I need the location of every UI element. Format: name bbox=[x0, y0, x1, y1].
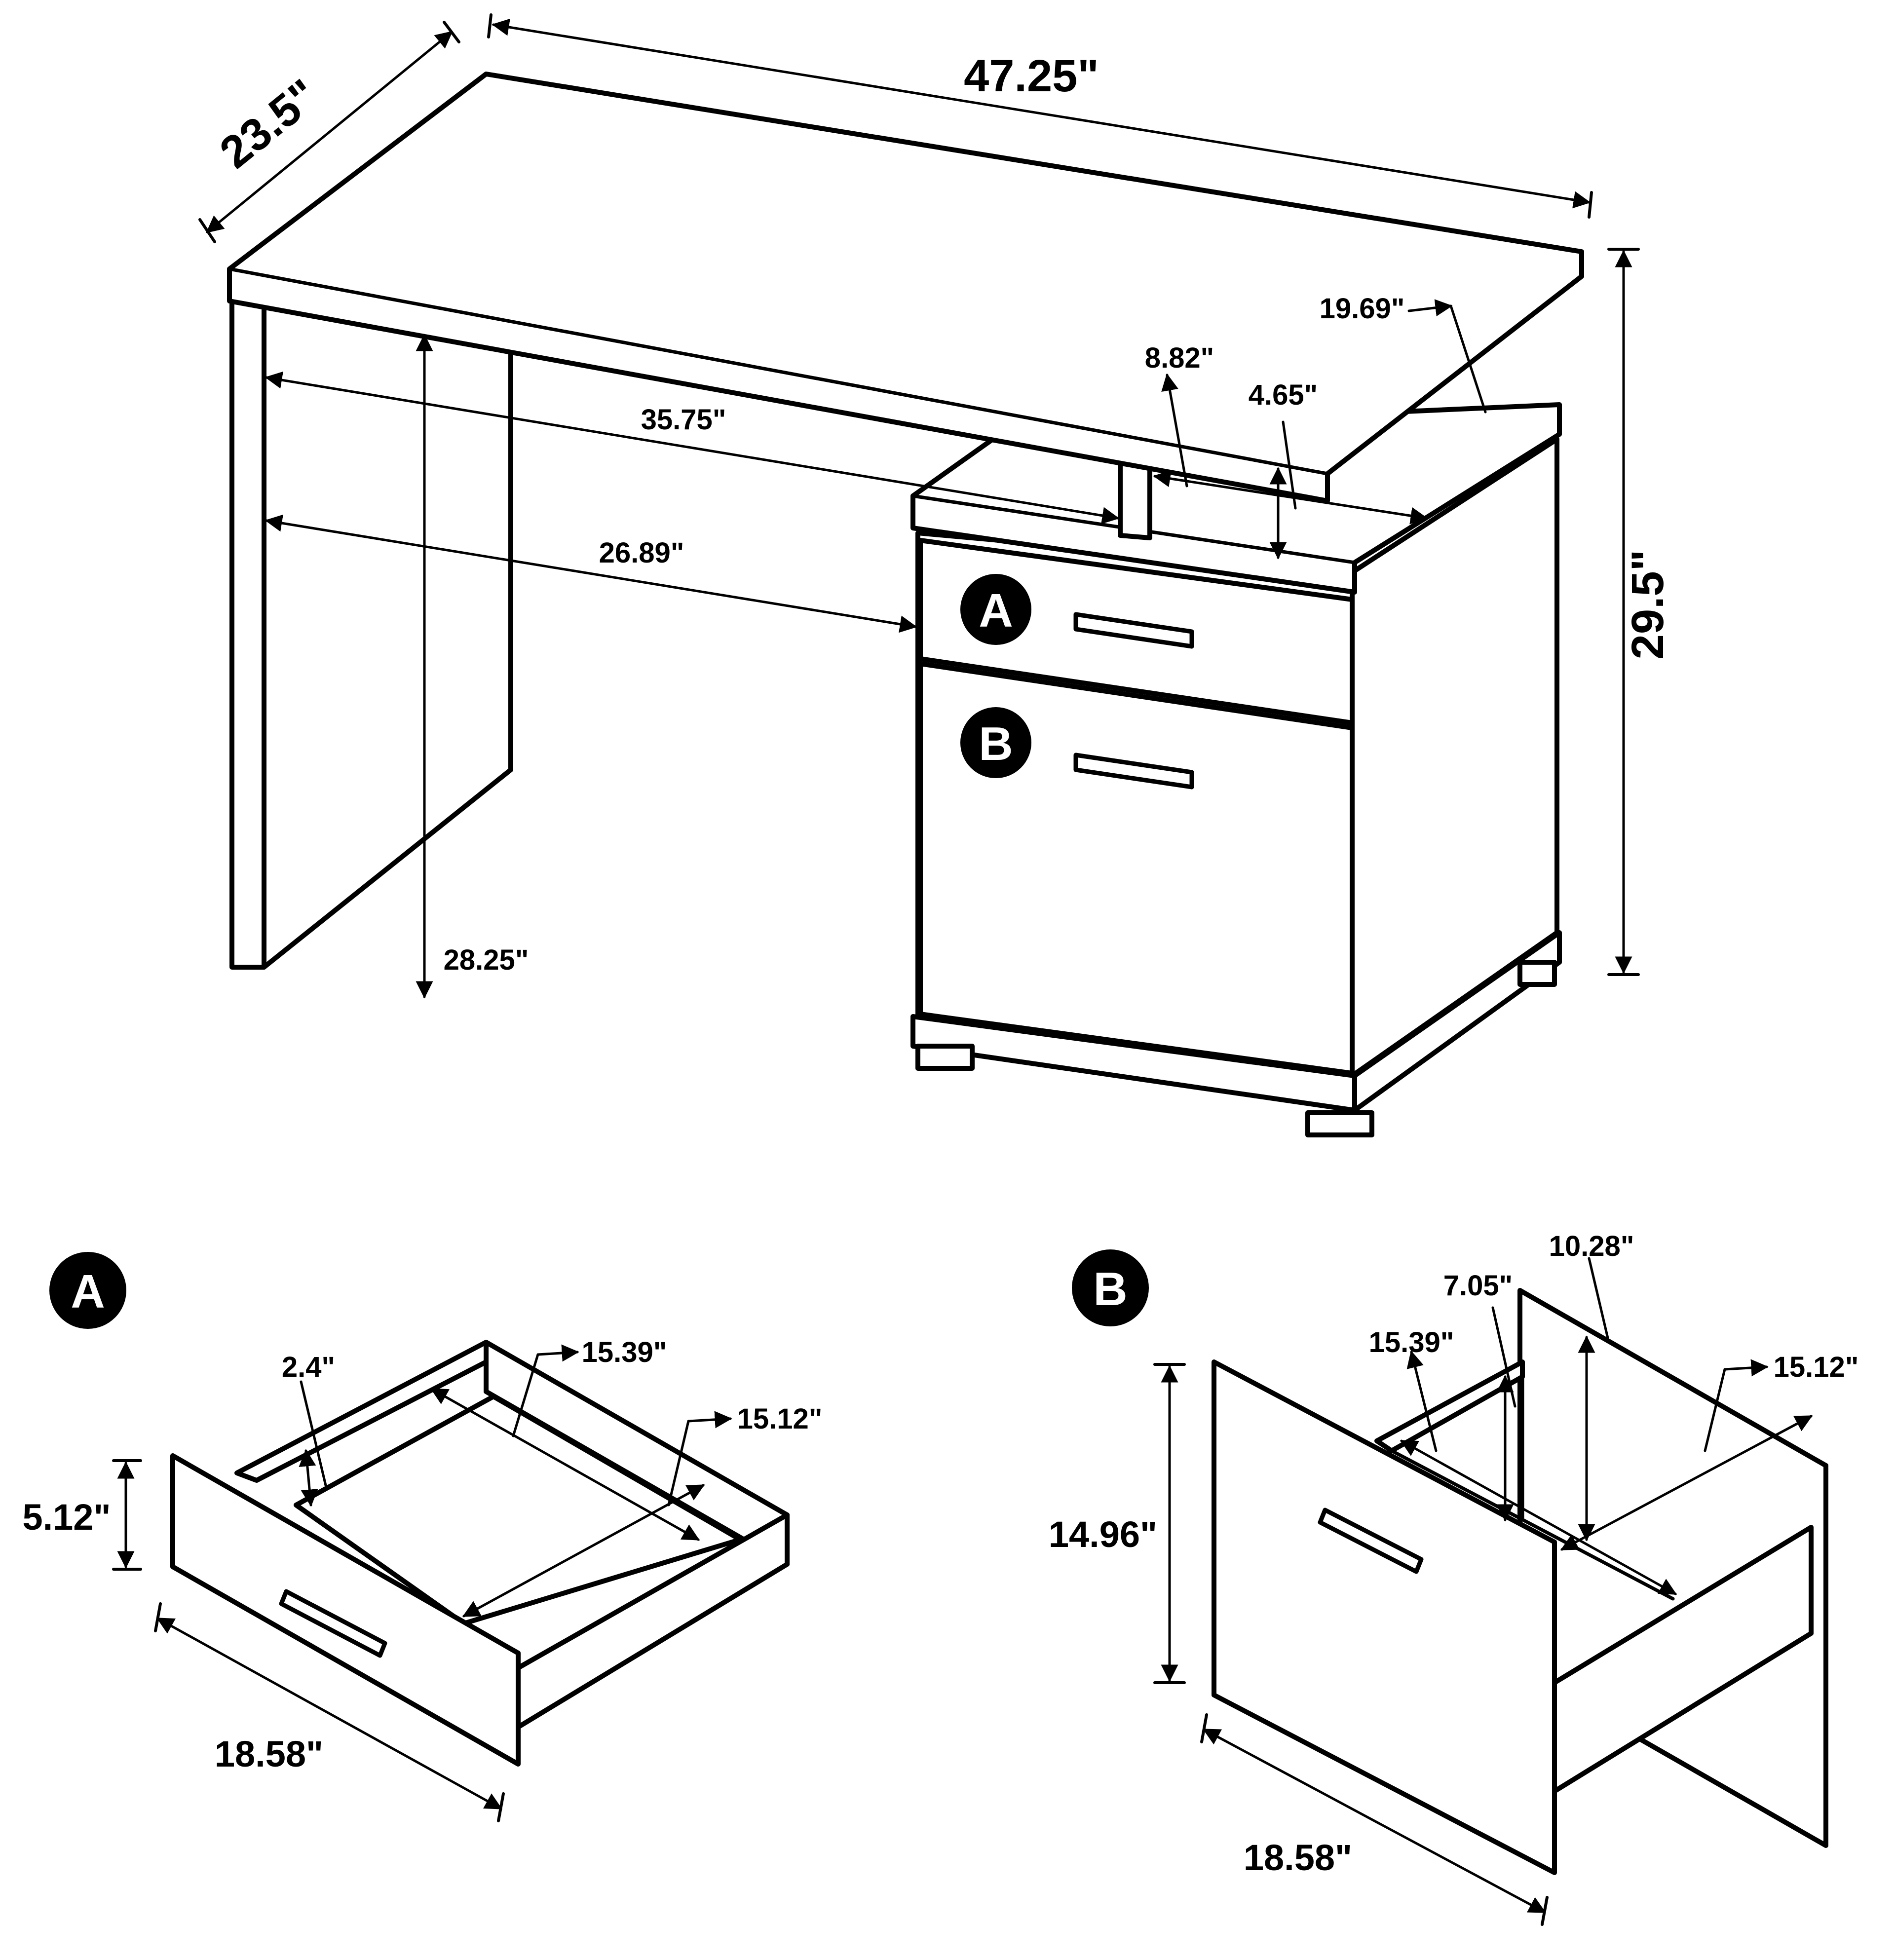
label-a-height: 5.12" bbox=[22, 1497, 111, 1538]
dim-shelf-gap-height-leader bbox=[1282, 420, 1297, 510]
foot-right bbox=[1305, 1110, 1374, 1137]
drawer-b-detail: B 15.39" 7.05" 10.28" 15.12" 14.96" bbox=[1049, 1230, 1859, 1926]
label-inner-width: 35.75" bbox=[641, 404, 726, 436]
label-b-height: 14.96" bbox=[1049, 1514, 1157, 1555]
badge-b-detail: B bbox=[1072, 1249, 1149, 1326]
dim-shelf-gap-width bbox=[1153, 470, 1428, 525]
dim-a-width bbox=[156, 1617, 503, 1810]
desk-top-front-edge bbox=[227, 267, 1329, 476]
badge-b-desk: B bbox=[960, 707, 1031, 778]
dim-knee-width bbox=[265, 514, 917, 633]
label-shelf-gap-height: 4.65" bbox=[1249, 379, 1318, 411]
dim-b-inner-height-small-leader bbox=[1491, 1306, 1516, 1408]
label-width: 47.25" bbox=[964, 51, 1099, 101]
badge-a-desk: A bbox=[960, 574, 1031, 645]
label-b-inner-height-small: 7.05" bbox=[1443, 1270, 1513, 1302]
label-shelf-depth: 19.69" bbox=[1320, 293, 1405, 325]
dim-b-width bbox=[1202, 1728, 1547, 1914]
drawer-a-detail: A 2.4" 15.39" 15.12" 5.12" 18.58" bbox=[22, 1252, 823, 1822]
desk-dimensions: 23.5" 47.25" 29.5" 19.69" 8.82" 4.65" bbox=[198, 13, 1673, 999]
dim-width bbox=[492, 18, 1591, 209]
badge-a-detail: A bbox=[49, 1252, 126, 1329]
dim-b-inner-depth bbox=[1560, 1415, 1813, 1551]
drawer-b-front bbox=[918, 661, 1355, 1076]
dim-a-inner-depth-leader bbox=[667, 1420, 690, 1507]
label-a-inner-depth: 15.12" bbox=[737, 1403, 823, 1435]
svg-text:B: B bbox=[979, 717, 1013, 770]
label-shelf-gap-width: 8.82" bbox=[1145, 342, 1214, 374]
label-b-inner-height: 10.28" bbox=[1549, 1230, 1634, 1262]
dim-a-inner-height bbox=[299, 1449, 318, 1507]
drawer-a-handle bbox=[1073, 612, 1194, 649]
label-knee-width: 26.89" bbox=[599, 537, 684, 569]
svg-text:A: A bbox=[979, 584, 1013, 637]
svg-text:A: A bbox=[71, 1265, 105, 1318]
label-height: 29.5" bbox=[1623, 550, 1673, 660]
dim-shelf-gap-width-leader bbox=[1161, 373, 1188, 488]
dim-depth bbox=[206, 31, 453, 233]
drawer-b-left-side bbox=[1374, 1359, 1525, 1453]
dim-a-inner-width-leader bbox=[512, 1353, 539, 1437]
dim-a-inner-height-leader bbox=[300, 1380, 327, 1487]
label-knee-height: 28.25" bbox=[444, 944, 529, 976]
label-depth: 23.5" bbox=[211, 70, 328, 178]
dim-b-inner-width-leader bbox=[1406, 1350, 1438, 1452]
dim-b-inner-depth-leader bbox=[1704, 1368, 1726, 1452]
dim-b-inner-height-leader bbox=[1588, 1257, 1610, 1344]
dim-b-inner-width bbox=[1400, 1439, 1677, 1595]
foot-left bbox=[915, 1044, 975, 1071]
dim-shelf-depth-leader bbox=[1407, 299, 1453, 317]
pedestal-top-edge bbox=[911, 526, 1357, 594]
label-a-inner-width: 15.39" bbox=[582, 1336, 667, 1368]
dim-shelf-depth bbox=[1449, 304, 1487, 414]
label-b-inner-depth: 15.12" bbox=[1774, 1351, 1859, 1383]
label-a-width: 18.58" bbox=[215, 1734, 323, 1774]
drawer-b-handle bbox=[1073, 753, 1194, 790]
desk-top-side-edge bbox=[1326, 274, 1584, 476]
svg-text:B: B bbox=[1093, 1263, 1127, 1316]
pedestal-plinth-side bbox=[1352, 930, 1562, 1113]
desk-left-leg bbox=[229, 299, 266, 970]
label-b-inner-width: 15.39" bbox=[1369, 1326, 1454, 1358]
dim-a-inner-depth bbox=[462, 1484, 705, 1618]
dim-inner-width bbox=[265, 371, 1120, 525]
label-a-inner-height: 2.4" bbox=[282, 1351, 335, 1383]
desk-drawing: A B 23.5" 47.25" 29.5" 19.69" bbox=[198, 13, 1673, 1137]
label-b-width: 18.58" bbox=[1244, 1837, 1352, 1878]
foot-back bbox=[1517, 960, 1557, 987]
desk-left-leg-side bbox=[262, 299, 513, 970]
